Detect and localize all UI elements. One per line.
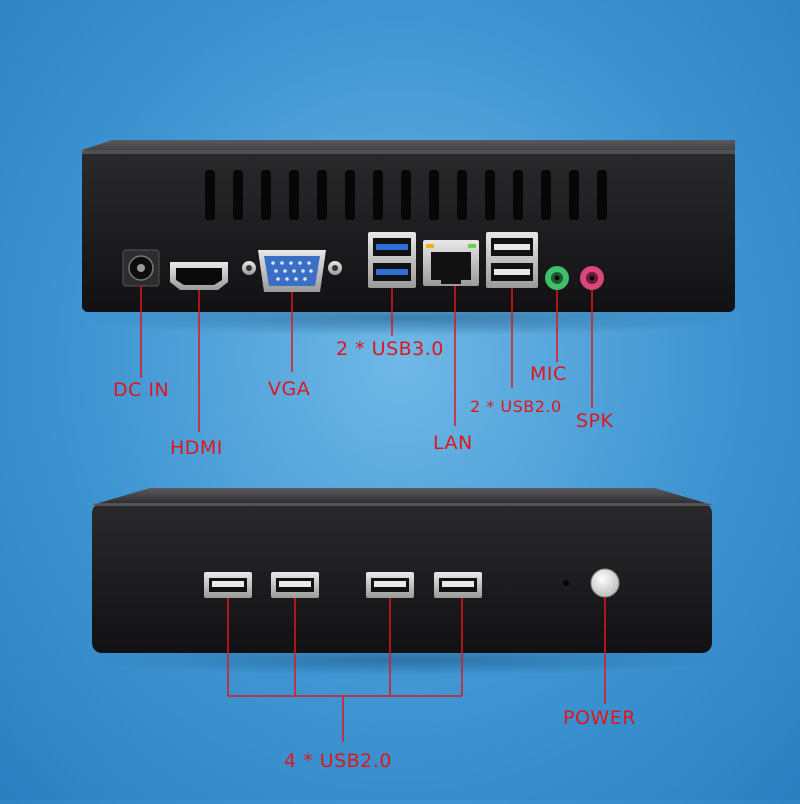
vga-port-icon bbox=[242, 250, 342, 292]
label-lan: LAN bbox=[433, 432, 473, 454]
vent-slots bbox=[205, 170, 607, 220]
label-usb20-back: 2 * USB2.0 bbox=[470, 397, 562, 416]
label-hdmi: HDMI bbox=[170, 437, 223, 459]
label-usb30: 2 * USB3.0 bbox=[336, 338, 444, 360]
mic-jack-icon bbox=[545, 266, 569, 290]
front-top-surface bbox=[92, 488, 712, 505]
lan-port-icon bbox=[423, 240, 479, 286]
usb2-front-ports-icon bbox=[204, 572, 482, 598]
front-leader-lines bbox=[227, 597, 606, 742]
label-spk: SPK bbox=[576, 410, 614, 432]
led-indicator-icon bbox=[563, 580, 569, 586]
dc-in-port-icon bbox=[122, 249, 160, 287]
back-panel bbox=[82, 140, 735, 312]
label-mic: MIC bbox=[530, 363, 567, 385]
power-button-icon bbox=[590, 568, 620, 598]
usb3-ports-icon bbox=[368, 232, 416, 288]
front-panel bbox=[92, 488, 712, 653]
hdmi-port-icon bbox=[170, 262, 228, 290]
spk-jack-icon bbox=[580, 266, 604, 290]
label-power: POWER bbox=[563, 707, 636, 729]
back-leader-lines bbox=[140, 286, 593, 432]
label-dc-in: DC IN bbox=[113, 379, 170, 401]
label-vga: VGA bbox=[268, 378, 311, 400]
usb2-back-ports-icon bbox=[486, 232, 538, 288]
label-usb20-front: 4 * USB2.0 bbox=[284, 750, 392, 772]
